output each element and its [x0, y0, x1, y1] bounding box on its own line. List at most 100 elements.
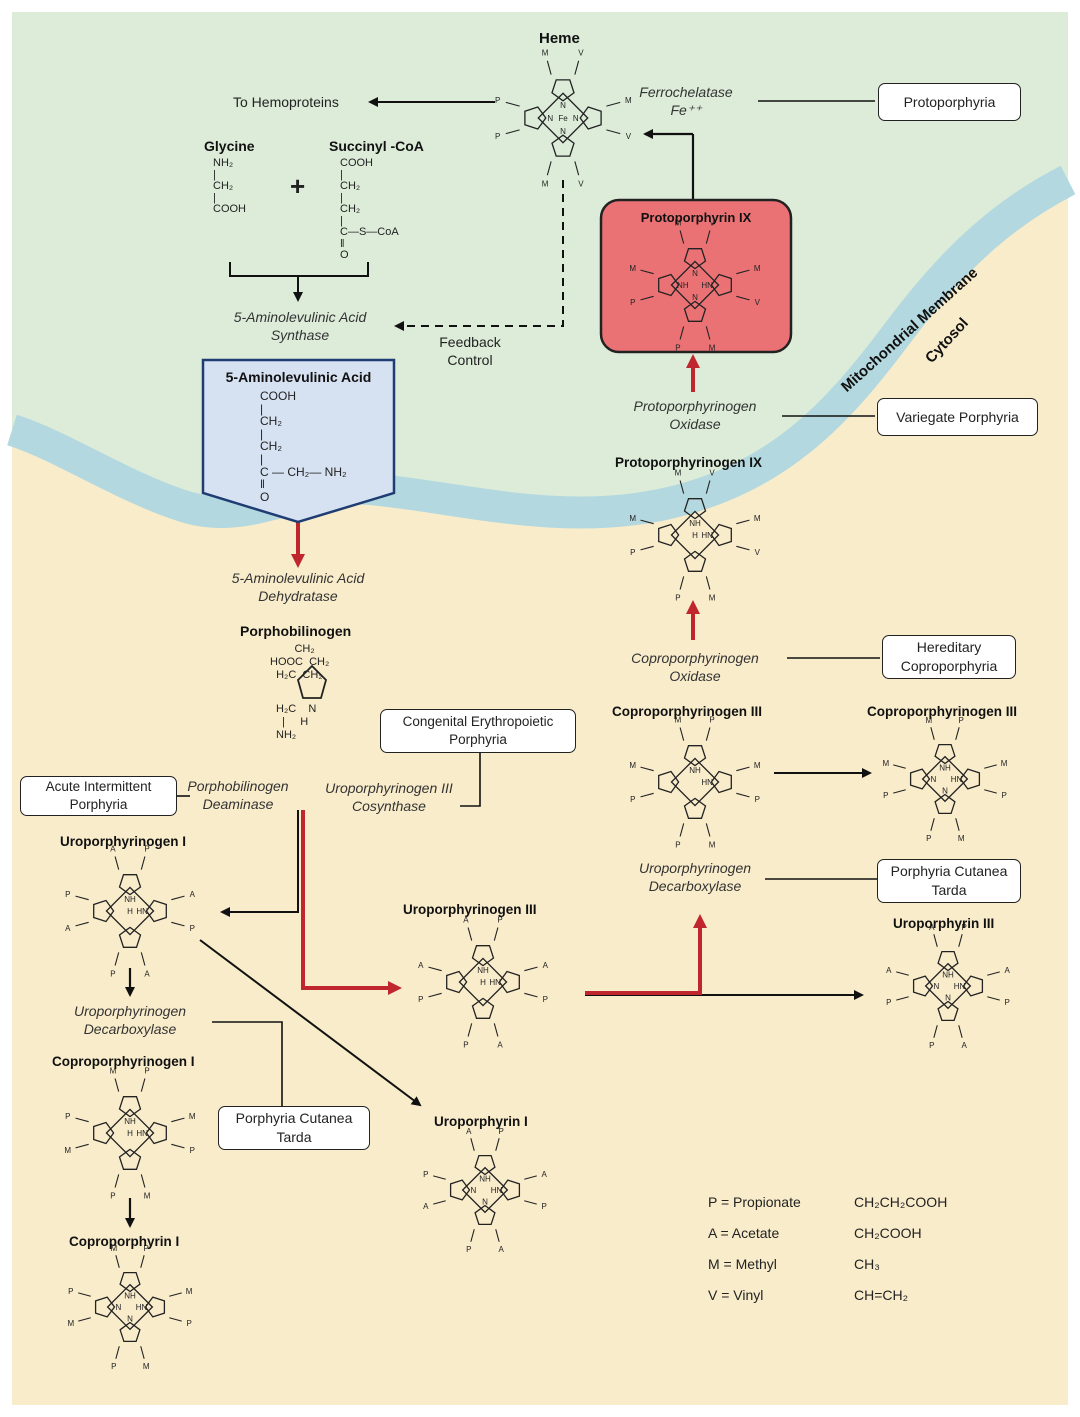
substituent-label: P — [110, 969, 115, 978]
ring-nitrogen: NH — [689, 519, 701, 528]
substituent-label: P — [630, 795, 635, 804]
ring-nitrogen: N — [573, 114, 579, 123]
coproporphyrinogen-iii-title-right: Coproporphyrinogen III — [867, 704, 1017, 719]
substituent-label: P — [186, 1319, 191, 1328]
substituent-bond — [705, 326, 711, 340]
pbg-formula-top: CH₂ HOOC CH₂ H₂C CH₂ — [270, 643, 330, 682]
substituent-bond — [679, 326, 685, 340]
substituent-bond — [140, 1346, 145, 1359]
substituent-label: V — [755, 298, 761, 307]
pyrrole-ring — [471, 945, 495, 967]
substituent-label: M — [110, 1244, 117, 1253]
substituent-bond — [987, 971, 1000, 976]
ring-nitrogen: NH — [939, 763, 951, 772]
ring-nitrogen: HN — [701, 778, 713, 787]
substituent-label: A — [418, 961, 424, 970]
ring-nitrogen: N — [127, 1315, 133, 1324]
pyrrole-ring — [658, 770, 680, 794]
plus-sign: + — [290, 171, 306, 201]
ring-nitrogen: N — [692, 293, 698, 302]
pyrrole-ring — [937, 1000, 959, 1022]
protoporphyrin-ix-title: Protoporphyrin IX — [640, 210, 752, 225]
substituent-label: M — [754, 264, 761, 273]
ring-nitrogen: NH — [124, 1117, 136, 1126]
substituent-label: P — [190, 1146, 195, 1155]
substituent-bond — [140, 1174, 146, 1188]
ring-nitrogen: N — [482, 1198, 488, 1207]
substituent-label: P — [883, 791, 888, 800]
ring-nitrogen: NH — [677, 281, 689, 290]
pyrrole-ring — [93, 899, 115, 923]
glycine-formula: NH₂ | CH₂ | COOH — [213, 157, 246, 216]
substituent-bond — [893, 789, 906, 794]
substituent-bond — [705, 230, 711, 244]
legend-row: M = Methyl CH₃ — [708, 1255, 968, 1286]
substituent-bond — [140, 1078, 146, 1092]
ring-nitrogen: NH — [479, 1174, 491, 1183]
substituent-label: P — [675, 593, 680, 602]
legend-abbr: A = Acetate — [708, 1225, 780, 1241]
substituent-label: P — [709, 716, 714, 725]
substituent-bond — [114, 1174, 120, 1188]
substituent-label: M — [144, 1191, 151, 1200]
substituent-label: P — [144, 1244, 149, 1253]
substituent-label: M — [189, 1112, 196, 1121]
substituent-label: P — [423, 1170, 428, 1179]
substituent-label: P — [111, 1362, 116, 1371]
ring-center: Fe — [558, 114, 568, 123]
substituent-bond — [171, 921, 185, 927]
connector-cep — [460, 753, 481, 807]
substituent-label: M — [675, 219, 682, 228]
ala-synthase-label: 5-Aminolevulinic Acid Synthase — [233, 309, 367, 344]
substituent-bond — [736, 269, 750, 275]
protoporphyria-box: Protoporphyria — [878, 83, 1021, 121]
macrocycle — [670, 510, 720, 560]
pyrrole-ring — [118, 1148, 142, 1170]
uro-decarboxylase-left-label: Uroporphyrinogen Decarboxylase — [73, 1003, 187, 1038]
substituent-bond — [524, 992, 538, 998]
arrow-to-uroporphyrin-i — [199, 939, 422, 1107]
pyrrole-ring — [471, 997, 495, 1019]
pyrrole-ring — [683, 797, 707, 819]
porphyria-cutanea-tarda-box-left: Porphyria Cutanea Tarda — [218, 1106, 370, 1150]
hereditary-coproporphyria-box: Hereditary Coproporphyria — [882, 635, 1016, 679]
substituent-bond — [958, 1025, 963, 1038]
substituent-label: V — [578, 179, 584, 188]
substituent-label: V — [578, 49, 584, 58]
substituent-bond — [984, 764, 997, 769]
substituent-label: M — [64, 1146, 71, 1155]
substituent-label: P — [886, 998, 891, 1007]
substituent-label: P — [1004, 998, 1009, 1007]
substituent-bond — [546, 161, 552, 176]
acute-intermittent-porphyria-box: Acute Intermittent Porphyria — [20, 776, 177, 816]
pyrrole-ring — [551, 134, 575, 157]
macrocycle — [537, 92, 589, 144]
ferrochelatase-cofactor: Fe⁺⁺ — [670, 102, 702, 119]
substituent-label: P — [630, 298, 635, 307]
substituent-label: P — [466, 1245, 471, 1254]
macrocycle — [670, 757, 720, 807]
ring-nitrogen: HN — [954, 982, 966, 991]
substituent-bond — [495, 1229, 500, 1242]
substituent-label: V — [709, 469, 715, 478]
uroporphyrin-i-title: Uroporphyrin I — [434, 1114, 528, 1129]
ring-nitrogen: N — [934, 982, 940, 991]
substituent-bond — [606, 101, 621, 107]
pyrrole-ring — [579, 106, 602, 130]
substituent-label: A — [962, 1041, 968, 1050]
ring-nitrogen: NH — [124, 895, 136, 904]
substituent-label: V — [709, 219, 715, 228]
legend-formula: CH₂COOH — [854, 1225, 922, 1241]
substituent-bond — [896, 971, 909, 976]
substituent-label: A — [65, 924, 71, 933]
succinyl-coa-title: Succinyl -CoA — [329, 138, 424, 154]
substituent-bond — [984, 789, 997, 794]
substituent-bond — [736, 792, 750, 798]
red-arrow-to-uroporphyrinogen-iii — [301, 810, 402, 995]
substituent-bond — [955, 818, 960, 831]
substituent-label: P — [675, 840, 680, 849]
porphyria-cutanea-tarda-box-right: Porphyria Cutanea Tarda — [877, 859, 1021, 903]
